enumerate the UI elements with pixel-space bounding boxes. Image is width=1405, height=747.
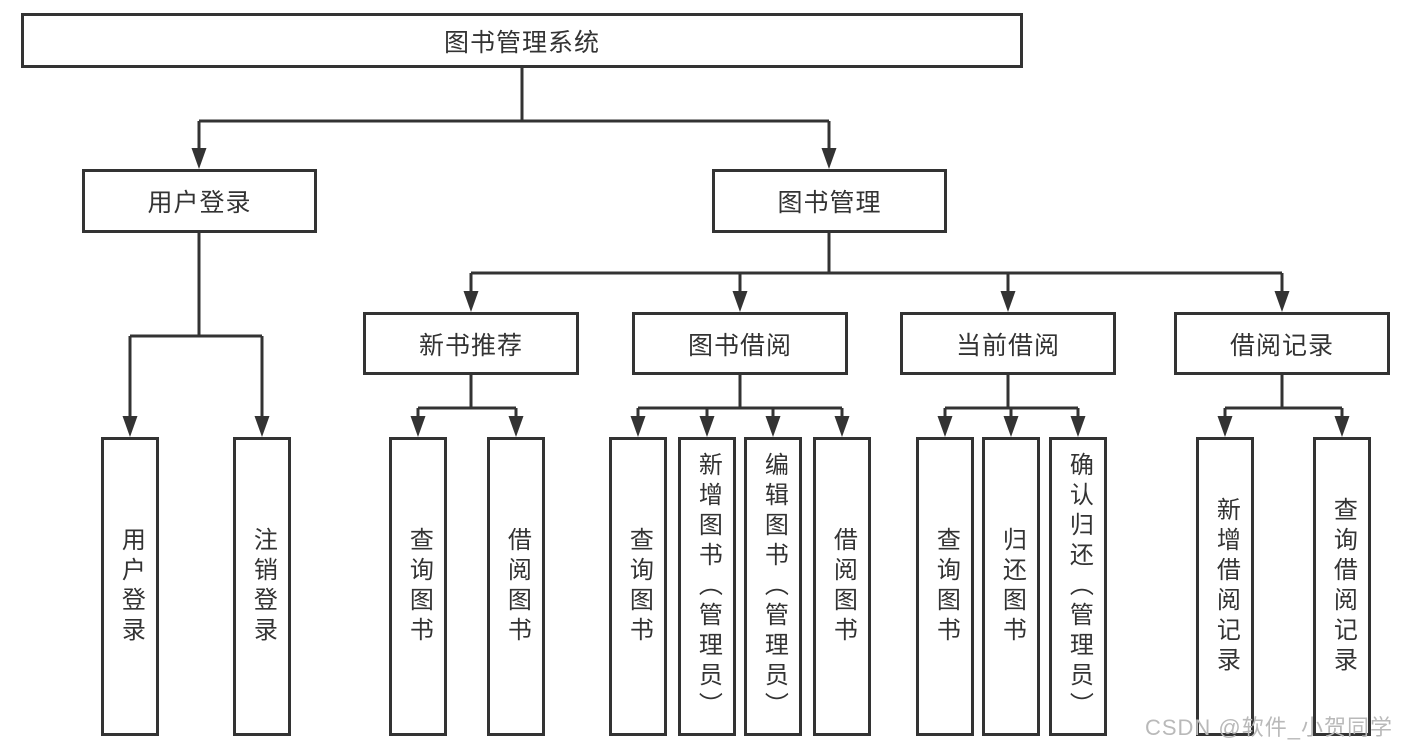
node-user-login: 用户登录 — [82, 169, 317, 233]
node-label: 当前借阅 — [955, 331, 1060, 360]
node-system-root: 图书管理系统 — [21, 13, 1023, 68]
leaf-label: 用户登录 — [117, 526, 145, 647]
leaf-label: 新增借阅记录 — [1212, 496, 1240, 677]
leaf-edit-book-admin: 编辑图书（管理员） — [744, 437, 802, 736]
leaf-label: 查询借阅记录 — [1329, 496, 1357, 677]
leaf-label: 归还图书 — [998, 526, 1026, 647]
leaf-current-query-books: 查询图书 — [916, 437, 974, 736]
leaf-label: 查询图书 — [932, 526, 960, 647]
leaf-label: 注销登录 — [249, 526, 277, 647]
leaf-label: 查询图书 — [625, 526, 653, 647]
leaf-label: 新增图书（管理员） — [694, 451, 722, 722]
node-label: 图书管理 — [777, 189, 882, 217]
node-book-borrow: 图书借阅 — [632, 312, 848, 375]
leaf-recommend-borrow-books: 借阅图书 — [487, 437, 545, 736]
node-new-book-recommend: 新书推荐 — [363, 312, 579, 375]
node-label: 图书借阅 — [687, 331, 792, 360]
leaf-return-books: 归还图书 — [982, 437, 1040, 736]
leaf-logout-login: 注销登录 — [233, 437, 291, 736]
node-label: 借阅记录 — [1229, 331, 1334, 360]
leaf-label: 借阅图书 — [829, 526, 857, 647]
leaf-borrow-query-books: 查询图书 — [609, 437, 667, 736]
leaf-add-book-admin: 新增图书（管理员） — [678, 437, 736, 736]
leaf-borrow-books: 借阅图书 — [813, 437, 871, 736]
leaf-user-login: 用户登录 — [101, 437, 159, 736]
leaf-recommend-query-books: 查询图书 — [389, 437, 447, 736]
node-label: 新书推荐 — [418, 331, 523, 360]
node-book-management: 图书管理 — [712, 169, 947, 233]
node-current-borrow: 当前借阅 — [900, 312, 1116, 375]
leaf-label: 查询图书 — [405, 526, 433, 647]
arrowheads — [122, 148, 1350, 437]
leaf-label: 编辑图书（管理员） — [760, 451, 788, 722]
node-borrow-records: 借阅记录 — [1174, 312, 1390, 375]
leaf-confirm-return-admin: 确认归还（管理员） — [1049, 437, 1107, 736]
csdn-watermark: CSDN @软件_小贺同学 — [1144, 715, 1393, 740]
node-label: 用户登录 — [147, 189, 252, 217]
leaf-label: 借阅图书 — [503, 526, 531, 647]
node-label: 图书管理系统 — [443, 28, 600, 57]
leaf-query-borrow-record: 查询借阅记录 — [1313, 437, 1371, 736]
leaf-label: 确认归还（管理员） — [1065, 451, 1093, 722]
leaf-add-borrow-record: 新增借阅记录 — [1196, 437, 1254, 736]
